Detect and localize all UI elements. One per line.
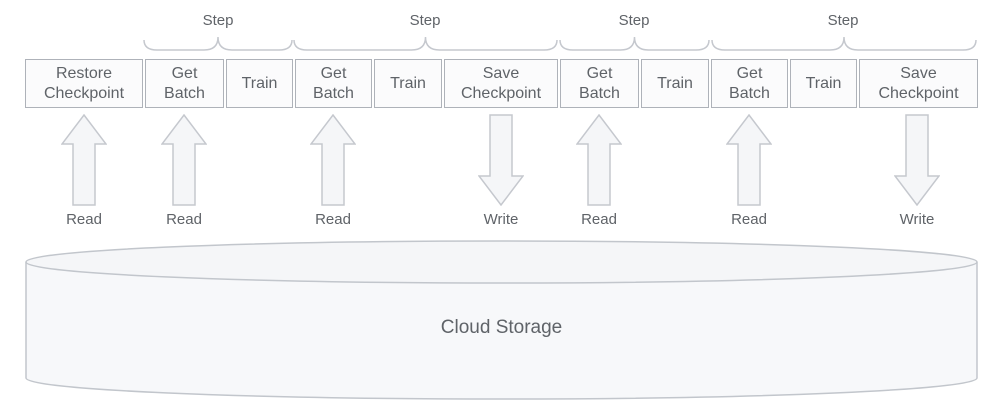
box-label: Train bbox=[805, 74, 842, 92]
step-label: Step bbox=[409, 12, 441, 29]
read-label: Read bbox=[315, 211, 351, 228]
read-arrow-up-icon bbox=[61, 114, 107, 206]
step-brace-icon bbox=[711, 36, 977, 51]
write-label: Write bbox=[483, 211, 519, 228]
read-label: Read bbox=[166, 211, 202, 228]
read-label: Read bbox=[66, 211, 102, 228]
box-label: Get Batch bbox=[313, 64, 354, 102]
pipeline-box-save-checkpoint: Save Checkpoint bbox=[859, 59, 978, 108]
read-arrow-up-icon bbox=[576, 114, 622, 206]
box-label: Save Checkpoint bbox=[460, 64, 542, 102]
pipeline-box-train: Train bbox=[374, 59, 442, 108]
read-arrow-up-icon bbox=[726, 114, 772, 206]
step-brace-icon bbox=[559, 36, 710, 51]
box-label: Get Batch bbox=[729, 64, 770, 102]
box-label: Restore Checkpoint bbox=[43, 64, 125, 102]
step-label: Step bbox=[618, 12, 650, 29]
pipeline-box-save-checkpoint: Save Checkpoint bbox=[444, 59, 558, 108]
box-label: Get Batch bbox=[164, 64, 205, 102]
pipeline-box-train: Train bbox=[641, 59, 709, 108]
step-label: Step bbox=[827, 12, 859, 29]
read-arrow-up-icon bbox=[161, 114, 207, 206]
cloud-storage-cylinder bbox=[25, 240, 978, 400]
pipeline-box-get-batch: Get Batch bbox=[711, 59, 788, 108]
pipeline-box-train: Train bbox=[226, 59, 293, 108]
read-label: Read bbox=[731, 211, 767, 228]
box-label: Get Batch bbox=[579, 64, 620, 102]
pipeline-box-get-batch: Get Batch bbox=[560, 59, 639, 108]
box-label: Train bbox=[241, 74, 278, 92]
step-brace-icon bbox=[143, 36, 293, 51]
pipeline-box-train: Train bbox=[790, 59, 857, 108]
step-brace-icon bbox=[293, 36, 558, 51]
pipeline-box-get-batch: Get Batch bbox=[145, 59, 224, 108]
write-label: Write bbox=[899, 211, 935, 228]
pipeline-box-get-batch: Get Batch bbox=[295, 59, 372, 108]
write-arrow-down-icon bbox=[478, 114, 524, 206]
box-label: Save Checkpoint bbox=[878, 64, 959, 102]
read-label: Read bbox=[581, 211, 617, 228]
pipeline-box-restore-checkpoint: Restore Checkpoint bbox=[25, 59, 143, 108]
write-arrow-down-icon bbox=[894, 114, 940, 206]
box-label: Train bbox=[657, 74, 693, 92]
box-label: Train bbox=[390, 74, 426, 92]
cloud-storage-label: Cloud Storage bbox=[440, 317, 563, 338]
step-label: Step bbox=[202, 12, 234, 29]
read-arrow-up-icon bbox=[310, 114, 356, 206]
